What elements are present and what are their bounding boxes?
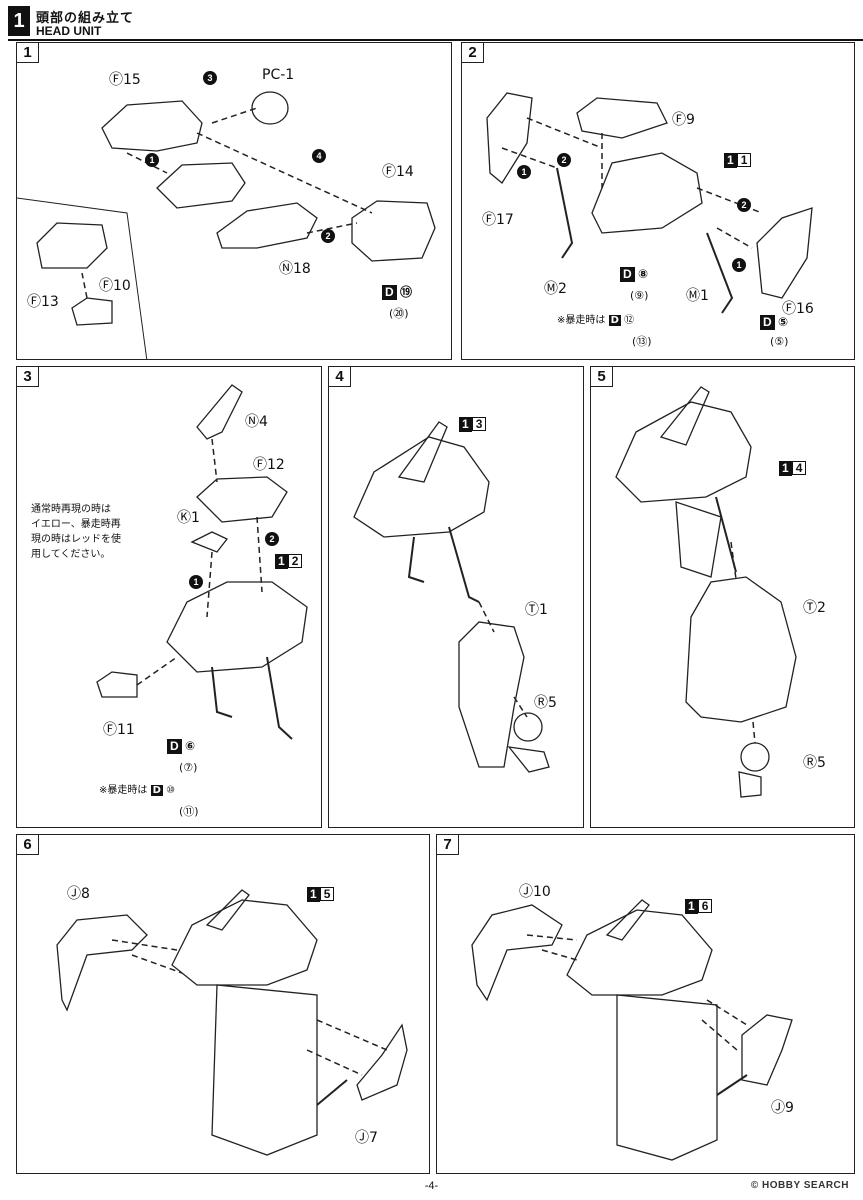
step-4-illustration [353, 421, 550, 773]
part-label-d5-alt: (⑤) [770, 335, 789, 348]
step-number: 4 [329, 367, 351, 387]
section-title-en: HEAD UNIT [36, 24, 102, 38]
step-number: 3 [17, 367, 39, 387]
part-label-f13: Ⓕ13 [27, 294, 59, 310]
part-label-n4: Ⓝ4 [245, 414, 268, 430]
step-6-illustration [56, 889, 408, 1156]
step-number: 1 [17, 43, 39, 63]
part-label-m1: Ⓜ1 [686, 288, 709, 304]
part-label-f16: Ⓕ16 [782, 301, 814, 317]
order-marker: 2 [737, 198, 751, 212]
header-rule [8, 39, 863, 41]
part-label-k1: Ⓚ1 [177, 510, 200, 526]
part-label-j10: Ⓙ10 [519, 884, 551, 900]
order-marker: 3 [203, 71, 217, 85]
watermark: © HOBBY SEARCH [750, 1180, 849, 1191]
step-5-illustration [615, 386, 797, 798]
part-label-r5: Ⓡ5 [534, 695, 557, 711]
part-label-t1: Ⓣ1 [525, 602, 548, 618]
part-label-j9: Ⓙ9 [771, 1100, 794, 1116]
part-label-r5: Ⓡ5 [803, 755, 826, 771]
part-label-pc1: PC-1 [262, 67, 295, 83]
step-7-illustration [471, 899, 793, 1161]
part-label-n18: Ⓝ18 [279, 261, 311, 277]
step-2-illustration [486, 92, 813, 314]
order-marker: 1 [732, 258, 746, 272]
part-label-d9: (⑨) [630, 289, 649, 302]
section-title-jp: 頭部の組み立て [36, 11, 135, 26]
part-label-f15: Ⓕ15 [109, 72, 141, 88]
part-label-d11: (⑪) [179, 805, 199, 818]
order-marker: 4 [312, 149, 326, 163]
part-label-f10: Ⓕ10 [99, 278, 131, 294]
order-marker: 1 [145, 153, 159, 167]
part-label-m2: Ⓜ2 [544, 281, 567, 297]
part-label-j7: Ⓙ7 [355, 1130, 378, 1146]
runner-ref-d5: D ⑤ [760, 315, 788, 330]
order-marker: 2 [557, 153, 571, 167]
part-label-f14: Ⓕ14 [382, 164, 414, 180]
step-panel-1: 1 Ⓕ15 PC-1 Ⓕ14 Ⓝ18 Ⓕ13 Ⓕ10 D ⑲ (⑳) 3 4 1… [16, 42, 452, 360]
step-number: 5 [591, 367, 613, 387]
berserk-note: ※暴走時は D ⑫ [557, 315, 635, 326]
part-label-f11: Ⓕ11 [103, 722, 135, 738]
color-instruction: 通常時再現の時は イエロー、暴走時再 現の時はレッドを使 用してください。 [31, 504, 121, 560]
order-marker: 2 [265, 532, 279, 546]
part-label-d13: (⑬) [632, 335, 652, 348]
step-1-illustration [17, 91, 436, 359]
runner-ref-d8: D ⑧ [620, 267, 648, 282]
part-label-d20: (⑳) [389, 307, 409, 320]
runner-ref-d19: D ⑲ [382, 285, 412, 300]
page-number: -4- [424, 1180, 439, 1192]
step-number: 7 [437, 835, 459, 855]
part-label-d7: (⑦) [179, 761, 198, 774]
section-number: 1 [8, 6, 30, 36]
part-label-f12: Ⓕ12 [253, 457, 285, 473]
order-marker: 1 [517, 165, 531, 179]
part-label-t2: Ⓣ2 [803, 600, 826, 616]
step-number: 6 [17, 835, 39, 855]
section-header: 1 頭部の組み立て HEAD UNIT [8, 6, 863, 42]
runner-ref-d6: D ⑥ [167, 739, 195, 754]
part-label-f9: Ⓕ9 [672, 112, 695, 128]
step-3-illustration [96, 384, 308, 740]
step-panel-3: 3 Ⓝ4 Ⓕ12 通常時再現の時は イエロー、暴走時再 現の時はレッドを使 用し… [16, 366, 322, 828]
part-label-f17: Ⓕ17 [482, 212, 514, 228]
berserk-note: ※暴走時は D ⑩ [99, 785, 176, 796]
part-label-j8: Ⓙ8 [67, 886, 90, 902]
order-marker: 2 [321, 229, 335, 243]
step-number: 2 [462, 43, 484, 63]
order-marker: 1 [189, 575, 203, 589]
